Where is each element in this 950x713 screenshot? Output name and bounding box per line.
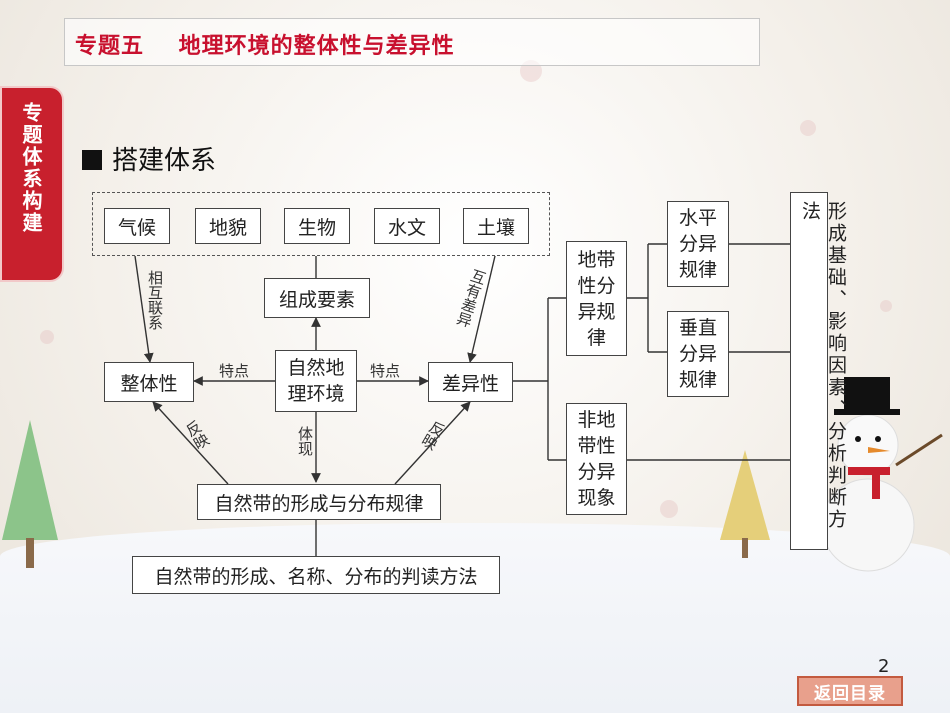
node-integrity: 整体性 xyxy=(104,362,194,402)
node-vertical: 垂直分异规律 xyxy=(667,311,729,397)
edge-label-feature-left: 特点 xyxy=(219,362,250,380)
node-components: 组成要素 xyxy=(264,278,370,318)
node-natural-environment: 自然地理环境 xyxy=(275,350,357,412)
node-judgement-method: 自然带的形成、名称、分布的判读方法 xyxy=(132,556,500,594)
snow-ground xyxy=(0,523,950,713)
edge-label-embody: 体现 xyxy=(296,426,314,456)
node-vertical-label: 垂直分异规律 xyxy=(678,317,717,391)
node-natural-environment-label: 自然地理环境 xyxy=(287,357,345,405)
element-label: 水文 xyxy=(387,216,426,239)
node-analysis-panel-label: 形成基础、影响因素、分析判断方法 xyxy=(799,201,847,531)
tree-left-decoration xyxy=(2,420,58,568)
back-to-contents-button[interactable]: 返回目录 xyxy=(797,676,903,706)
page-number: 2 xyxy=(878,656,890,677)
node-zonal: 地带性分异规律 xyxy=(566,241,627,356)
title-bar: 专题五 地理环境的整体性与差异性 xyxy=(64,18,760,66)
node-horizontal-label: 水平分异规律 xyxy=(678,207,717,281)
tree-right-decoration xyxy=(720,450,770,558)
square-bullet-icon xyxy=(82,150,102,170)
element-label: 生物 xyxy=(297,216,336,239)
side-tab-label: 专题体系构建 xyxy=(19,102,43,234)
element-landform: 地貌 xyxy=(195,208,261,244)
edge-label-interrelated: 相互联系 xyxy=(146,270,164,330)
element-soil: 土壤 xyxy=(463,208,529,244)
snowflake-decoration xyxy=(40,330,54,344)
node-natural-zone: 自然带的形成与分布规律 xyxy=(197,484,441,520)
element-biology: 生物 xyxy=(284,208,350,244)
snowflake-decoration xyxy=(800,120,816,136)
element-label: 地貌 xyxy=(208,216,247,239)
snowflake-decoration xyxy=(660,500,678,518)
page-title: 专题五 地理环境的整体性与差异性 xyxy=(75,34,455,59)
edge-label-feature-right: 特点 xyxy=(370,362,401,380)
side-tab[interactable]: 专题体系构建 xyxy=(0,86,64,282)
element-label: 气候 xyxy=(117,216,156,239)
node-horizontal: 水平分异规律 xyxy=(667,201,729,287)
node-nonzonal: 非地带性分异现象 xyxy=(566,403,627,515)
section-heading: 搭建体系 xyxy=(82,140,216,177)
section-heading-text: 搭建体系 xyxy=(112,146,217,176)
element-climate: 气候 xyxy=(104,208,170,244)
node-analysis-panel: 形成基础、影响因素、分析判断方法 xyxy=(790,192,847,550)
node-difference: 差异性 xyxy=(428,362,513,402)
snowflake-decoration xyxy=(880,300,892,312)
element-label: 土壤 xyxy=(476,216,515,239)
element-hydrology: 水文 xyxy=(374,208,440,244)
elements-group xyxy=(92,192,550,256)
node-nonzonal-label: 非地带性分异现象 xyxy=(577,409,616,509)
node-zonal-label: 地带性分异规律 xyxy=(577,248,616,349)
snowman-decoration xyxy=(821,377,943,572)
